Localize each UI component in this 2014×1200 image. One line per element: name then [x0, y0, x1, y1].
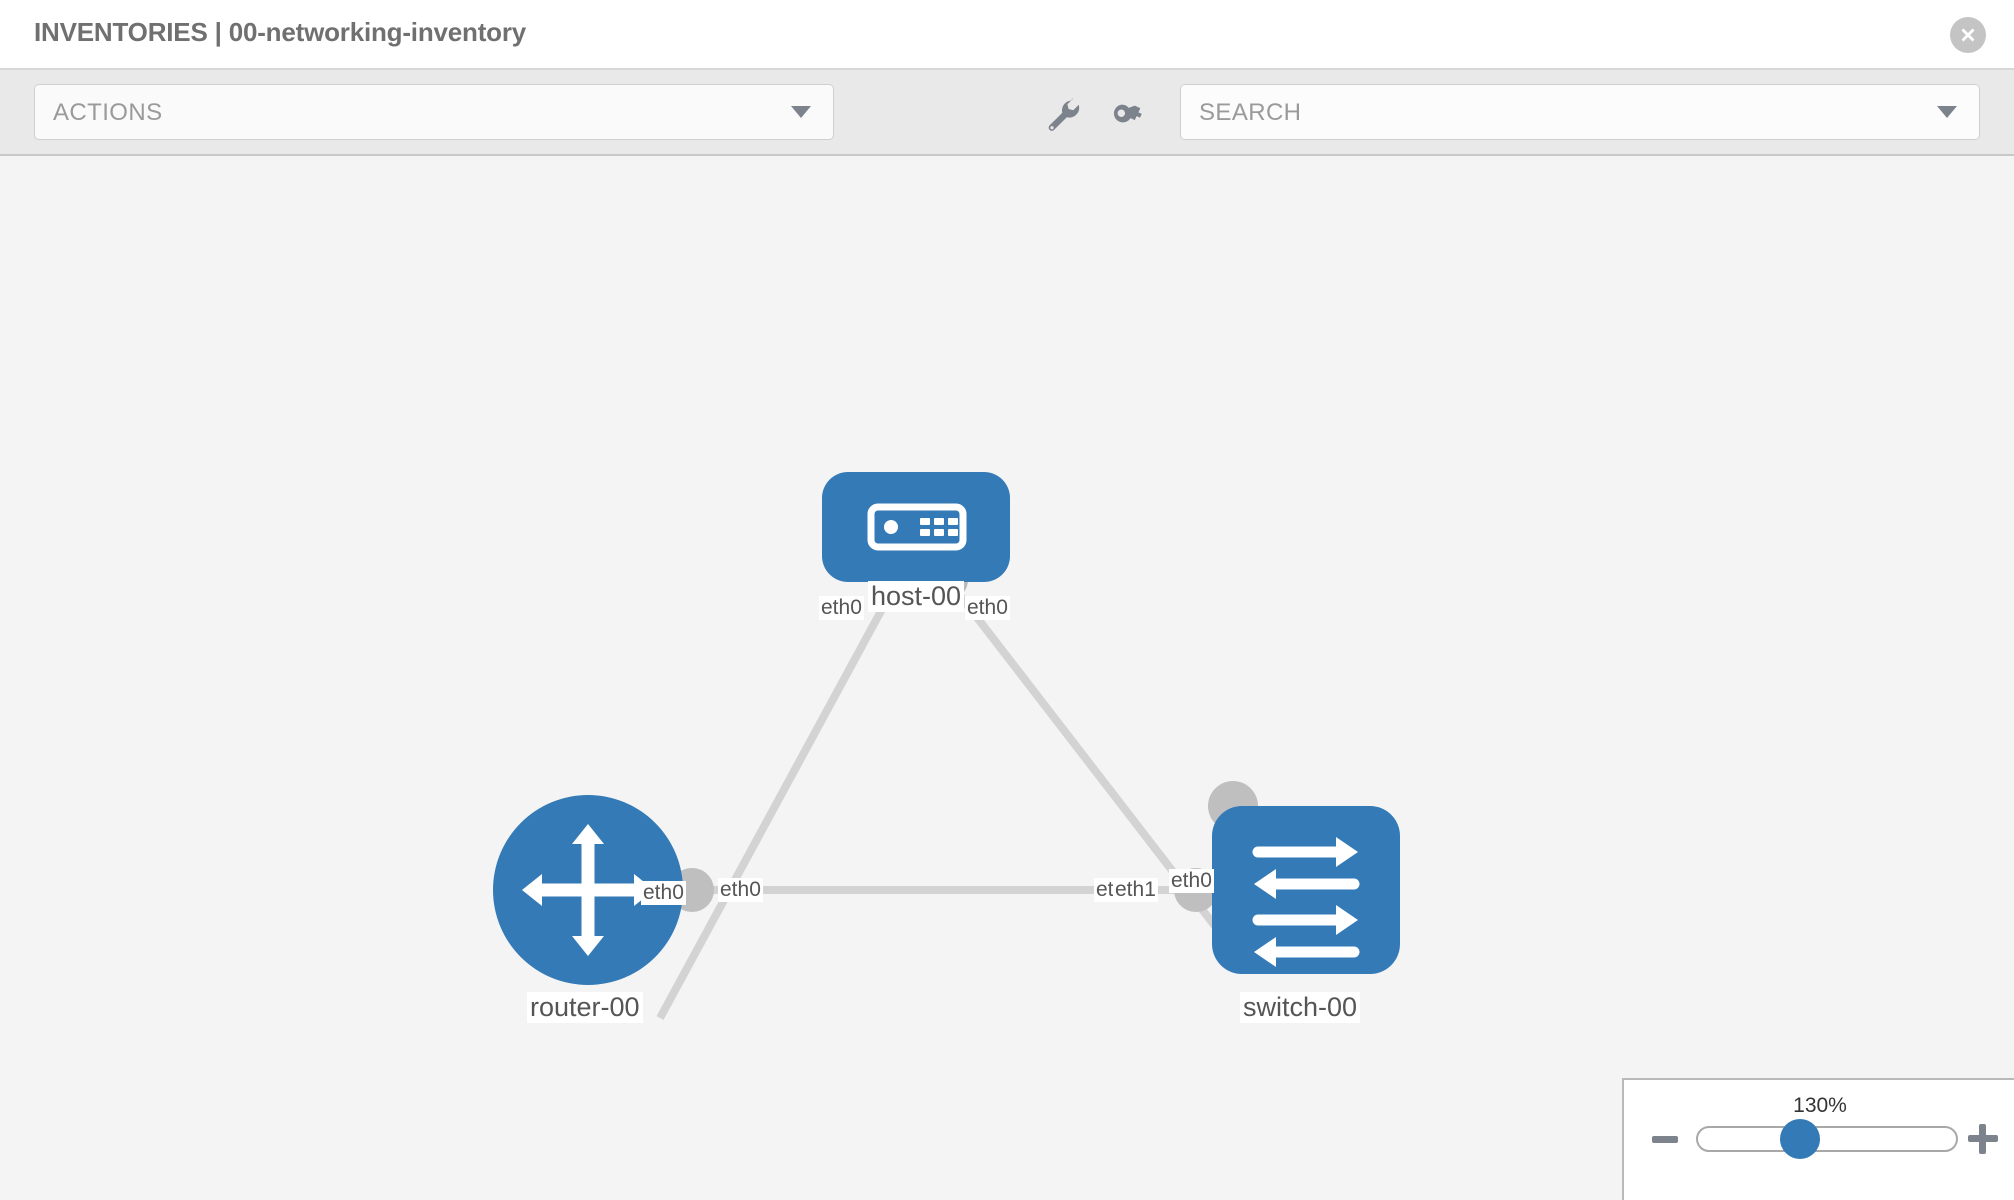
search-placeholder: SEARCH	[1199, 99, 1302, 126]
node-label-host-00: host-00	[868, 581, 965, 612]
node-router-00[interactable]	[493, 795, 683, 985]
edge-label-host-left: eth0	[819, 596, 864, 620]
actions-dropdown-label: ACTIONS	[53, 99, 163, 126]
zoom-slider-track[interactable]	[1696, 1126, 1958, 1152]
chevron-down-icon	[791, 106, 811, 118]
close-icon	[1961, 28, 1975, 42]
node-label-router-00: router-00	[527, 992, 643, 1023]
edge-label-router-eth0: eth0	[718, 878, 763, 902]
node-switch-00[interactable]	[1212, 806, 1400, 974]
topology-graph	[493, 472, 1400, 1020]
zoom-control-panel: 130%	[1622, 1078, 2014, 1200]
actions-dropdown[interactable]: ACTIONS	[34, 84, 834, 140]
key-icon	[1114, 104, 1142, 123]
zoom-percent-label: 130%	[1793, 1094, 1847, 1117]
link-host-router	[656, 574, 904, 1020]
node-label-switch-00: switch-00	[1240, 992, 1361, 1023]
topology-links	[656, 573, 1242, 1020]
edge-label-switch-up: eth0	[1169, 869, 1214, 893]
topology-canvas[interactable]: eth0 eth0 eth0 eth0 eth0 eth0 eth1 host-…	[0, 156, 2014, 1200]
edge-label-router-up: eth0	[641, 881, 686, 905]
page-title: INVENTORIES | 00-networking-inventory	[34, 17, 527, 47]
zoom-out-button[interactable]	[1652, 1136, 1678, 1143]
zoom-slider-thumb[interactable]	[1780, 1119, 1820, 1159]
page-header: INVENTORIES | 00-networking-inventory	[0, 0, 2014, 70]
zoom-in-button[interactable]	[1968, 1124, 1998, 1154]
edge-label-switch-eth1: eth1	[1113, 878, 1158, 902]
search-input[interactable]: SEARCH	[1180, 84, 1980, 140]
wrench-icon	[1048, 98, 1080, 131]
key-button[interactable]	[1108, 92, 1152, 136]
chevron-down-icon	[1937, 106, 1957, 118]
edge-label-host-right: eth0	[965, 596, 1010, 620]
node-host-00[interactable]	[822, 472, 1010, 582]
close-button[interactable]	[1950, 17, 1986, 53]
wrench-button[interactable]	[1040, 92, 1084, 136]
